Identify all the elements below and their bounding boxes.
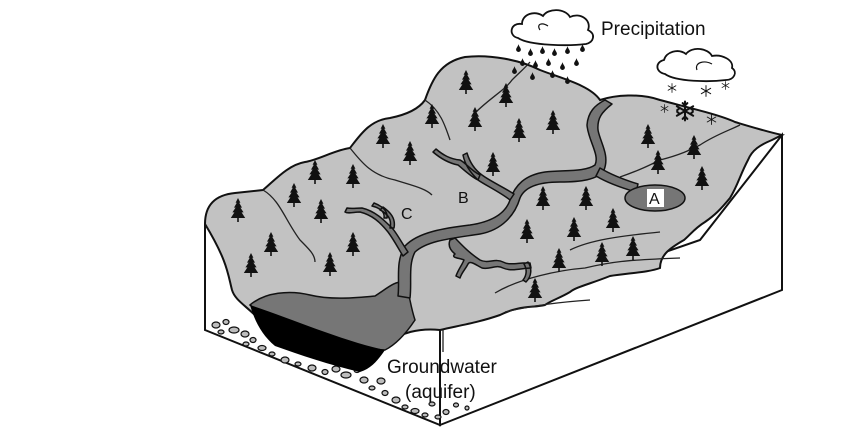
- point-b-label: B: [458, 190, 469, 207]
- flake-icon: [721, 81, 730, 90]
- tributary-c: [344, 202, 409, 257]
- drop-icon: [546, 58, 551, 66]
- rain-cloud: [510, 9, 594, 84]
- precipitation-label: Precipitation: [601, 19, 706, 40]
- gravel-layer: [211, 318, 470, 420]
- flake-icon: [667, 83, 677, 93]
- flake-icon: [700, 85, 712, 97]
- drop-icon: [540, 46, 545, 54]
- aquifer-label: (aquifer): [405, 382, 476, 403]
- point-a-label: A: [649, 191, 660, 208]
- drop-icon: [565, 76, 570, 84]
- groundwater-label: Groundwater: [387, 357, 498, 378]
- drop-icon: [574, 58, 579, 66]
- rain-cloud-shape: [510, 9, 594, 47]
- aquifer: [250, 305, 385, 372]
- river-main: [397, 99, 613, 299]
- drop-icon: [516, 44, 521, 52]
- ridge-lines: [262, 61, 741, 313]
- point-c-label: C: [401, 206, 413, 223]
- drop-icon: [552, 48, 557, 56]
- drop-icon: [550, 70, 555, 78]
- snow-cloud-shape: [656, 48, 736, 82]
- tributary-south: [448, 237, 532, 283]
- drop-icon: [520, 58, 525, 66]
- tributary-b: [432, 148, 515, 201]
- drop-icon: [533, 60, 538, 68]
- drop-icon: [565, 46, 570, 54]
- river-network: [344, 99, 639, 299]
- drop-icon: [560, 62, 565, 70]
- snow-cloud: [656, 48, 736, 125]
- point-a-box: [647, 189, 664, 207]
- drop-icon: [528, 48, 533, 56]
